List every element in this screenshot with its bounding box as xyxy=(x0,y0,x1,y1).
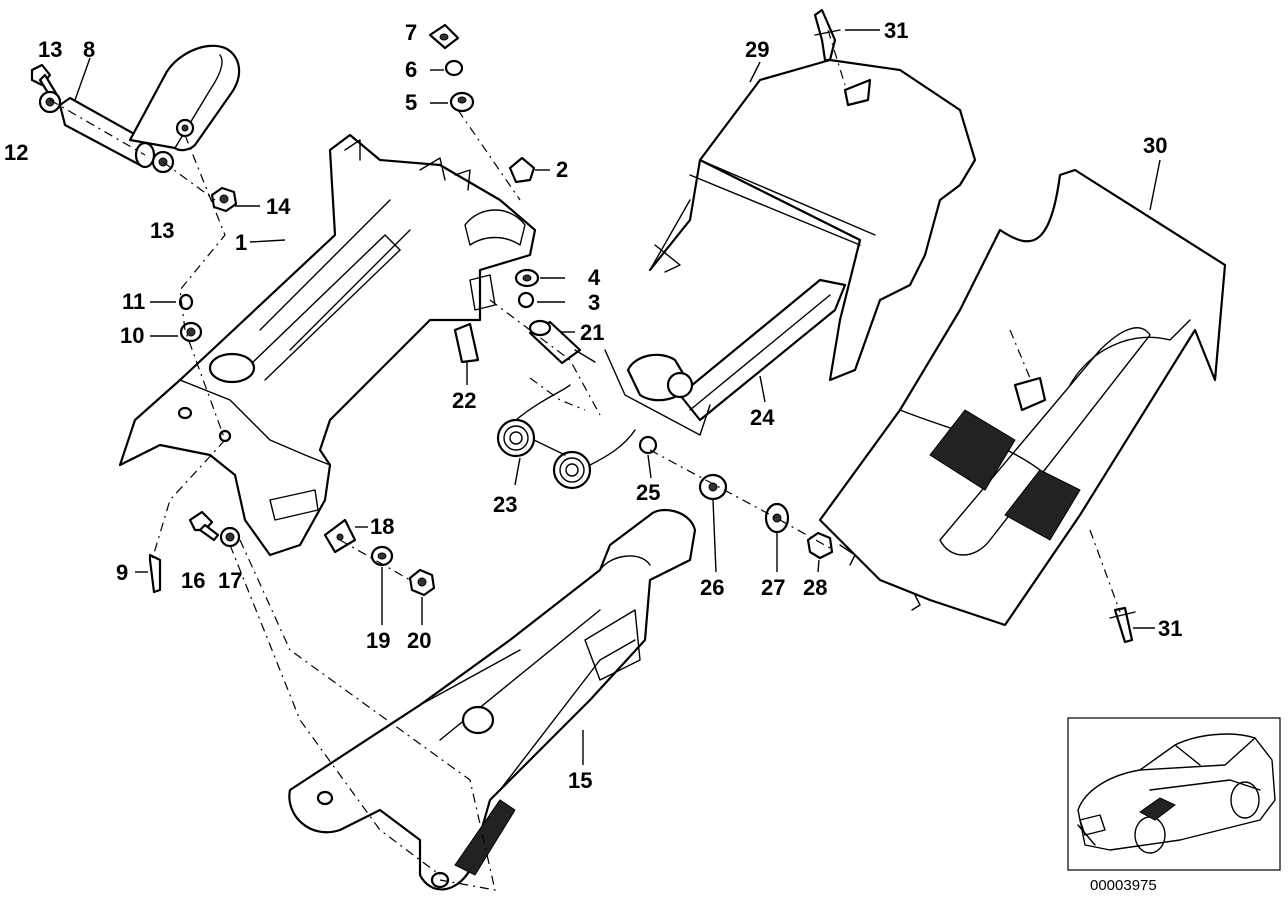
callout-22: 22 xyxy=(452,388,476,413)
callout-9: 9 xyxy=(116,560,128,585)
callout-31-upper: 31 xyxy=(884,18,908,43)
callout-16: 16 xyxy=(181,568,205,593)
callout-17: 17 xyxy=(218,568,242,593)
part-17-washer xyxy=(219,526,241,548)
part-24-lever xyxy=(604,278,847,436)
part-1-column-bracket xyxy=(118,133,537,557)
car-illustration xyxy=(1077,733,1276,854)
callout-13-upper: 13 xyxy=(38,37,62,62)
callout-26: 26 xyxy=(700,575,724,600)
callout-13-lower: 13 xyxy=(150,218,174,243)
part-13-washer-upper xyxy=(38,90,62,114)
part-26-grommet xyxy=(698,473,728,501)
part-31-clip-lower xyxy=(1109,606,1136,644)
part-5-grommet xyxy=(449,91,475,113)
part-14-nut xyxy=(210,186,238,213)
part-23-return-spring xyxy=(496,384,636,490)
callout-10: 10 xyxy=(120,323,144,348)
callout-7: 7 xyxy=(405,20,417,45)
part-25-bushing xyxy=(638,435,658,455)
callout-3: 3 xyxy=(588,290,600,315)
inset-frame xyxy=(1067,717,1281,871)
callout-21: 21 xyxy=(580,320,604,345)
part-30-lower-trim-cover xyxy=(818,168,1227,627)
diagram-reference-number: 00003975 xyxy=(1090,877,1157,894)
part-31-clip-upper xyxy=(813,8,841,62)
part-10-grommet xyxy=(179,321,203,343)
callout-12: 12 xyxy=(4,140,28,165)
callout-4: 4 xyxy=(588,265,601,290)
callout-18: 18 xyxy=(370,514,394,539)
callout-25: 25 xyxy=(636,480,660,505)
callout-19: 19 xyxy=(366,628,390,653)
callout-24: 24 xyxy=(750,405,775,430)
part-4-washer xyxy=(514,268,540,288)
callout-2: 2 xyxy=(556,157,568,182)
callout-8: 8 xyxy=(83,37,95,62)
part-7-clip-nut xyxy=(428,23,460,50)
callout-30: 30 xyxy=(1143,133,1167,158)
callout-29: 29 xyxy=(745,37,769,62)
callout-6: 6 xyxy=(405,57,417,82)
leader-lines xyxy=(74,29,1161,765)
part-8-tube-clamp xyxy=(58,44,241,169)
callout-15: 15 xyxy=(568,768,592,793)
part-29-upper-trim-cover xyxy=(648,58,977,382)
part-21-switch xyxy=(528,319,596,365)
part-2-clip xyxy=(508,156,536,184)
callout-11: 11 xyxy=(122,289,145,314)
part-20-nut xyxy=(408,568,436,597)
part-11-bushing xyxy=(178,293,194,311)
callout-20: 20 xyxy=(407,628,431,653)
callout-5: 5 xyxy=(405,90,417,115)
part-28-nut xyxy=(806,531,834,560)
part-3-screw xyxy=(517,291,535,309)
callout-14: 14 xyxy=(266,194,291,219)
assembly-lines xyxy=(49,29,1121,891)
part-15-lower-bracket xyxy=(288,508,697,891)
part-6-bushing xyxy=(444,59,464,77)
part-9-screw xyxy=(148,553,162,594)
part-16-bolt xyxy=(188,510,220,542)
callout-1: 1 xyxy=(235,230,247,255)
callout-27: 27 xyxy=(761,575,785,600)
part-27-spring-washer xyxy=(764,502,790,534)
part-22-clip xyxy=(453,322,480,364)
part-19-washer xyxy=(370,545,394,567)
callout-28: 28 xyxy=(803,575,827,600)
vehicle-location-inset: 00003975 xyxy=(1067,717,1281,894)
part-18-clip-nut xyxy=(323,518,357,554)
callout-23: 23 xyxy=(493,492,517,517)
callout-31-lower: 31 xyxy=(1158,616,1182,641)
callout-labels: 1 2 3 4 5 6 7 8 9 10 11 12 13 13 14 15 1… xyxy=(4,18,1182,793)
